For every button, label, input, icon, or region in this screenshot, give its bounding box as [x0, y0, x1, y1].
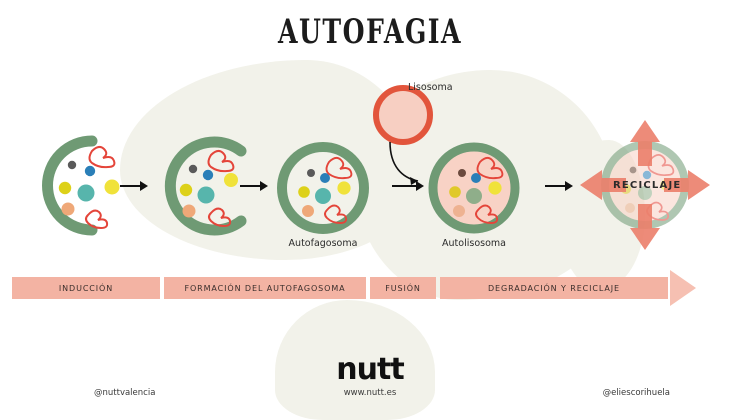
footer-website[interactable]: www.nutt.es: [343, 388, 397, 398]
organelle-autophagosome: [277, 142, 369, 234]
timeline-arrowhead: [670, 270, 696, 306]
timeline-bar: INDUCCIÓN FORMACIÓN DEL AUTOFAGOSOMA FUS…: [12, 270, 728, 306]
fusion-curved-arrow: [389, 141, 419, 185]
timeline-segment-label: FORMACIÓN DEL AUTOFAGOSOMA: [184, 283, 346, 293]
label-autofagosoma: Autofagosoma: [288, 238, 358, 249]
page-title: AUTOFAGIA: [277, 12, 463, 52]
organelle-phagophore-stage2: [164, 136, 247, 236]
flow-arrow-3: [392, 181, 424, 191]
timeline-segment-label: FUSIÓN: [385, 283, 421, 293]
footer-handle-left[interactable]: @nuttvalencia: [94, 388, 156, 398]
timeline-segment-fusion[interactable]: FUSIÓN: [370, 277, 436, 299]
timeline-segment-label: INDUCCIÓN: [58, 283, 114, 293]
organelle-recycling: [580, 120, 710, 250]
flow-arrow-1: [120, 181, 148, 191]
timeline-segment-label: DEGRADACIÓN Y RECICLAJE: [487, 283, 621, 293]
timeline-segment-formacion[interactable]: FORMACIÓN DEL AUTOFAGOSOMA: [164, 277, 366, 299]
brand-logo: nutt: [0, 352, 740, 387]
organelle-autolysosome: [428, 142, 520, 234]
footer-handle-right[interactable]: @eliescorihuela: [602, 388, 670, 398]
label-lisosoma: Lisosoma: [408, 82, 453, 93]
timeline-segment-induccion[interactable]: INDUCCIÓN: [12, 277, 160, 299]
flow-arrow-4: [545, 181, 573, 191]
timeline-segment-degradacion[interactable]: DEGRADACIÓN Y RECICLAJE: [440, 277, 668, 299]
label-reciclaje: RECICLAJE: [613, 180, 682, 191]
flow-arrow-2: [240, 181, 268, 191]
label-autolisosoma: Autolisosoma: [442, 238, 506, 249]
background-blob-bottom: [275, 300, 435, 420]
organelle-phagophore-stage1: [42, 135, 120, 236]
brand-logo-text: nutt: [336, 352, 404, 387]
organelle-lysosome: [373, 85, 433, 145]
